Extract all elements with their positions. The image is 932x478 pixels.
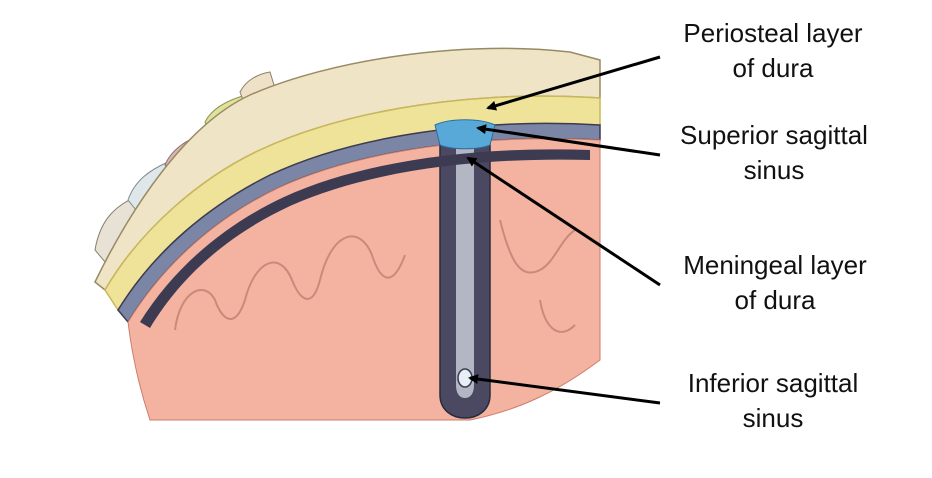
arrow-inferior (468, 374, 661, 405)
label-meningeal-line2: of dura (734, 285, 816, 315)
arrow-superior (476, 124, 661, 157)
inferior-sagittal-sinus (457, 368, 473, 388)
label-meningeal-line1: Meningeal layer (683, 250, 867, 280)
label-periosteal-line1: Periosteal layer (683, 18, 863, 48)
arrow-periosteal (486, 55, 661, 111)
leader-arrows (466, 55, 661, 405)
label-periosteal-line2: of dura (732, 53, 814, 83)
label-superior-sagittal-sinus: Superior sagittal sinus (664, 118, 884, 188)
label-inferior-sagittal-sinus: Inferior sagittal sinus (664, 366, 882, 436)
label-superior-line2: sinus (743, 155, 805, 185)
superior-sagittal-sinus (434, 119, 496, 150)
label-meningeal-layer: Meningeal layer of dura (668, 248, 882, 318)
label-inferior-line2: sinus (742, 403, 804, 433)
sulci (174, 219, 576, 333)
label-superior-line1: Superior sagittal (680, 120, 868, 150)
falx-inner (456, 140, 474, 398)
label-inferior-line1: Inferior sagittal (687, 368, 859, 398)
label-periosteal-layer: Periosteal layer of dura (668, 16, 878, 86)
arrow-meningeal (466, 156, 661, 287)
meningeal-dura (140, 149, 590, 328)
